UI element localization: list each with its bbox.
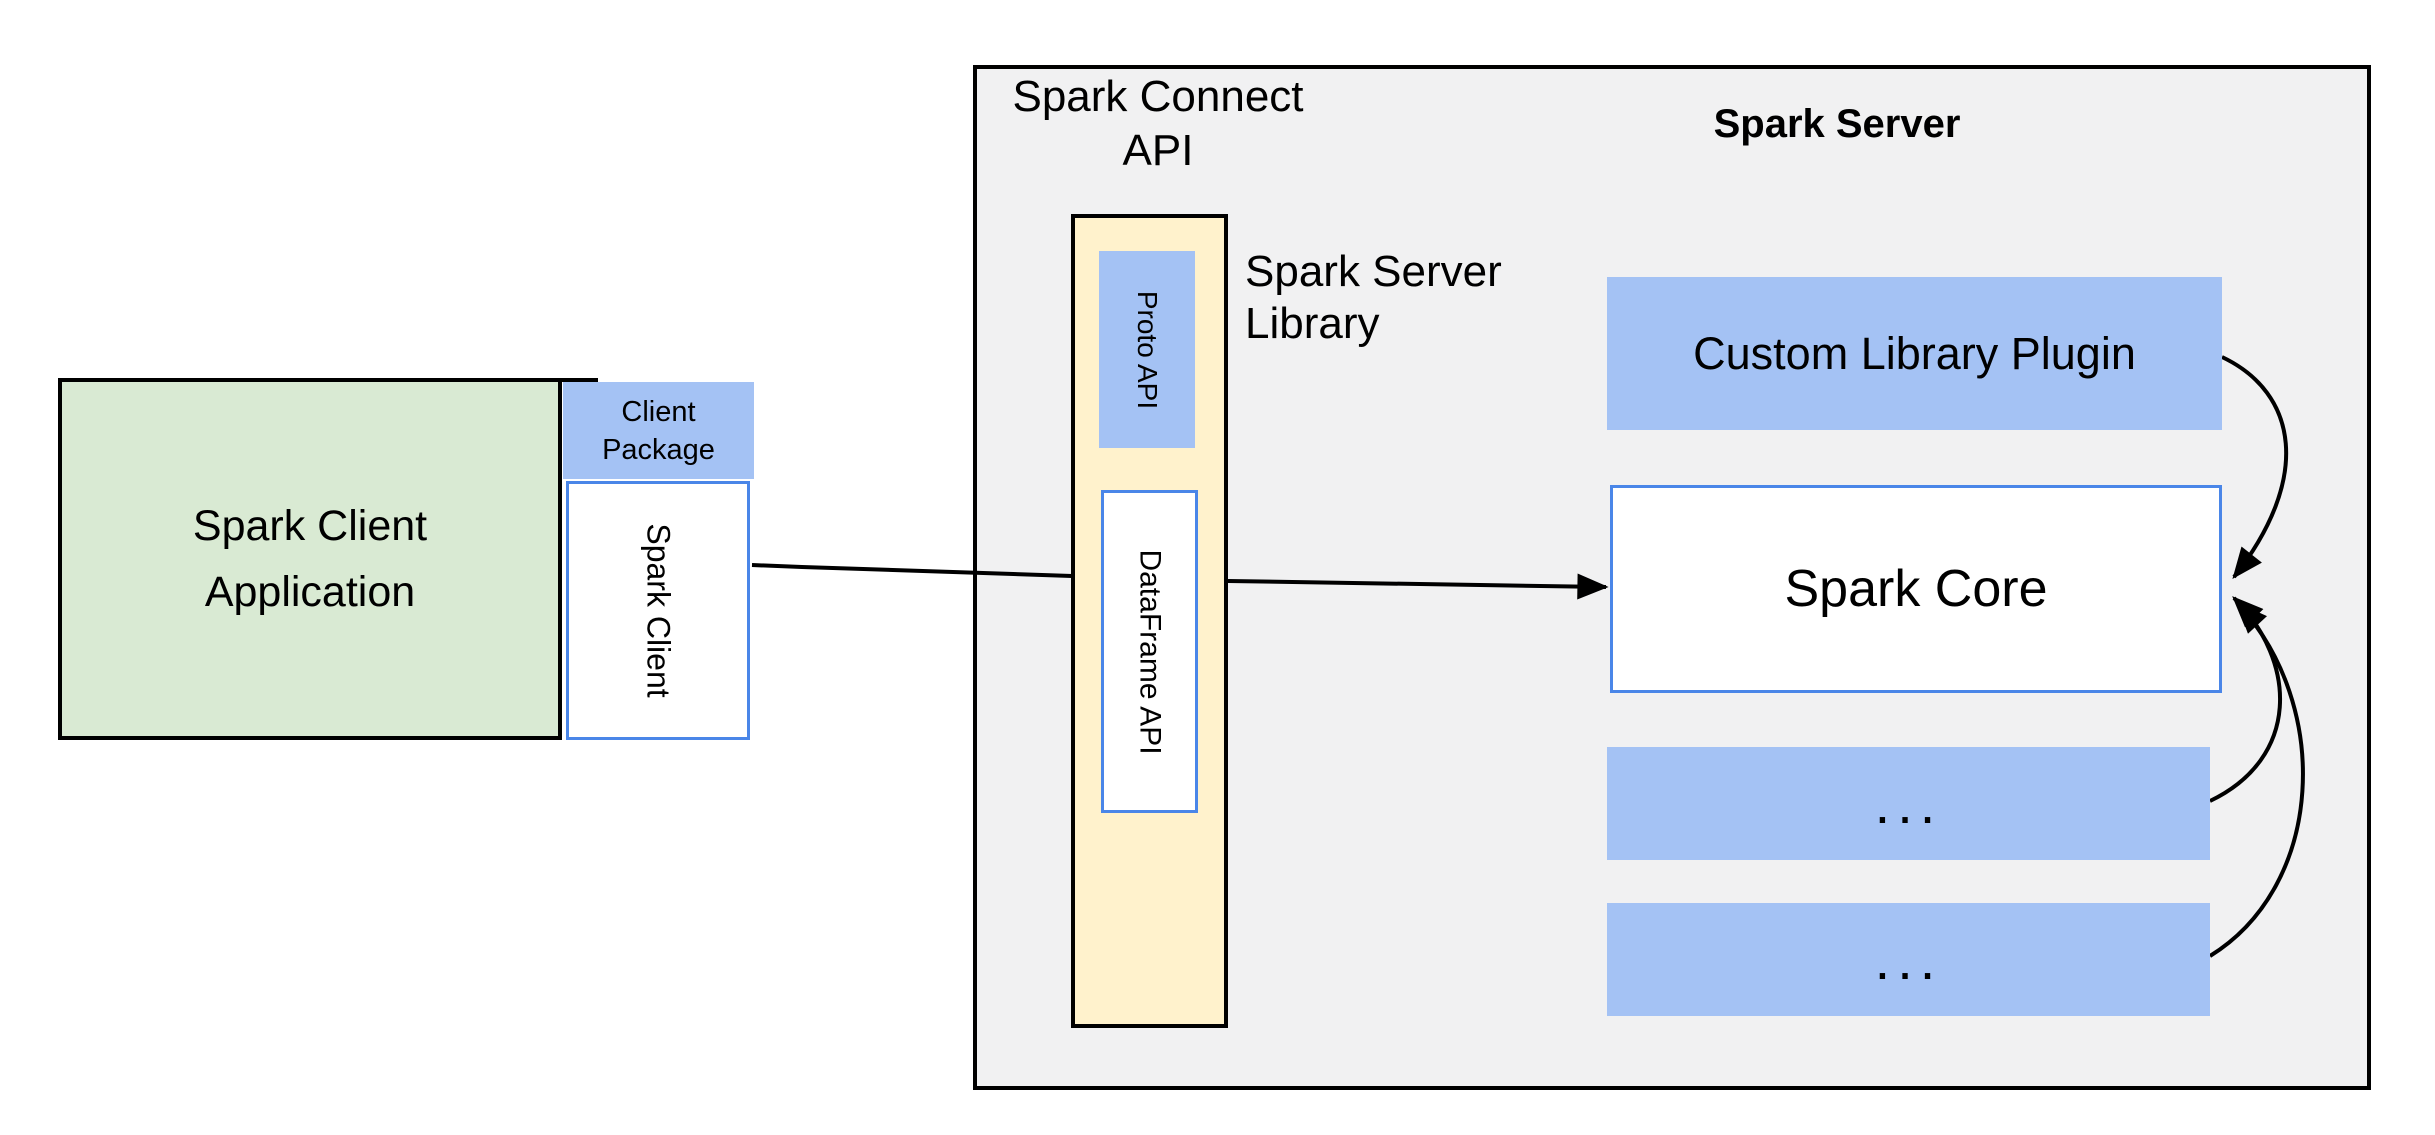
arc-plugin-to-core xyxy=(2221,355,2289,580)
green-box-border-notch xyxy=(562,378,598,382)
proto-api-box: Proto API xyxy=(1099,251,1195,448)
spark-server-title: Spark Server xyxy=(1713,102,1961,146)
spark-core-box: Spark Core xyxy=(1610,485,2222,693)
client-package-box: Client Package xyxy=(563,382,754,479)
plugin-slot-1-box: ... xyxy=(1607,747,2210,860)
spark-client-label: Spark Client xyxy=(640,523,677,698)
spark-core-label: Spark Core xyxy=(1784,560,2048,618)
spark-connect-api-label: Spark Connect API xyxy=(1012,72,1304,175)
spark-client-box: Spark Client xyxy=(566,481,750,740)
plugin-slot-2-box: ... xyxy=(1607,903,2210,1016)
dataframe-api-label: DataFrame API xyxy=(1133,548,1167,755)
custom-library-plugin-box: Custom Library Plugin xyxy=(1607,277,2222,430)
proto-api-label: Proto API xyxy=(1132,290,1164,409)
custom-library-plugin-label: Custom Library Plugin xyxy=(1693,327,2136,379)
spark-client-application-box: Spark Client Application xyxy=(58,378,562,740)
arc-slot2-to-core xyxy=(2208,602,2305,958)
plugin-slot-2-label: ... xyxy=(1874,928,1943,991)
spark-server-library-label: Spark Server Library xyxy=(1245,247,1502,348)
arrow-client-to-library xyxy=(751,563,1073,578)
client-package-label: Client Package xyxy=(602,395,715,466)
arrow-library-to-core xyxy=(1227,573,1609,600)
plugin-slot-1-label: ... xyxy=(1874,772,1943,835)
spark-client-application-label: Spark Client Application xyxy=(192,502,428,616)
dataframe-api-box: DataFrame API xyxy=(1101,490,1198,813)
